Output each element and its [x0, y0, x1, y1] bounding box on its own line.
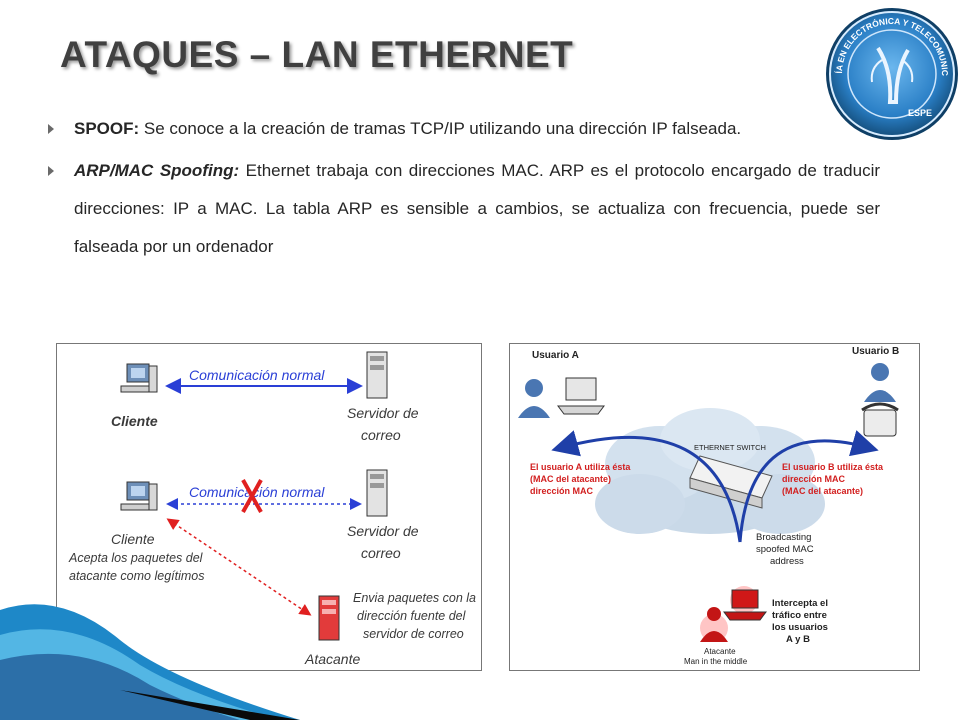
- decorative-corner: [0, 604, 300, 720]
- bottom-link-label: Comunicación normal: [189, 484, 325, 500]
- laptop-icon: [557, 377, 605, 415]
- spoof-diagram: Cliente Servidor de correo Comunicación …: [56, 343, 482, 671]
- slide-title: ATAQUES – LAN ETHERNET: [60, 34, 574, 75]
- bottom-server-label-1: Servidor de: [347, 523, 419, 539]
- top-link-label: Comunicación normal: [189, 367, 325, 383]
- attack-link: [166, 518, 312, 616]
- logo-brand: ESPE: [908, 108, 932, 118]
- bullet-arrow-icon: [48, 166, 54, 176]
- broadcast-line-1: Broadcasting: [756, 532, 811, 543]
- mail-server-icon: [366, 351, 388, 399]
- espe-logo: INGENIERÍA EN ELECTRÓNICA Y TELECOMUNICA…: [820, 0, 958, 140]
- blocked-x-icon: [241, 479, 263, 513]
- user-a-label: Usuario A: [532, 350, 579, 361]
- arrow-to-user-b: [738, 430, 879, 543]
- bullet-term: ARP/MAC Spoofing:: [74, 161, 240, 180]
- right-note-1: El usuario B utiliza ésta: [782, 462, 884, 472]
- user-b-person-icon: [864, 363, 896, 402]
- attacker-label: Atacante: [704, 647, 736, 656]
- bullet-term: SPOOF:: [74, 119, 140, 138]
- top-client-label: Cliente: [111, 413, 158, 429]
- bullet-spoof: SPOOF: Se conoce a la creación de tramas…: [48, 110, 880, 148]
- mail-server-icon: [366, 469, 388, 517]
- bullet-list: SPOOF: Se conoce a la creación de tramas…: [48, 110, 880, 270]
- attacker-laptop-icon: [723, 586, 767, 621]
- attacker-note-1: Envia paquetes con la: [353, 591, 476, 605]
- user-a-person-icon: [518, 379, 550, 418]
- bottom-client-label: Cliente: [111, 531, 155, 547]
- bullet-arp-mac: ARP/MAC Spoofing: Ethernet trabaja con d…: [48, 152, 880, 266]
- intercept-line-3: los usuarios: [772, 622, 828, 633]
- right-note-3: (MAC del atacante): [782, 486, 863, 496]
- bullet-text: Se conoce a la creación de tramas TCP/IP…: [139, 119, 742, 138]
- client-computer-icon: [120, 363, 158, 393]
- broadcast-line-2: spoofed MAC: [756, 544, 814, 555]
- top-server-label-2: correo: [361, 427, 401, 443]
- bottom-server-label-2: correo: [361, 545, 401, 561]
- attacker-server-icon: [318, 595, 340, 641]
- left-note-1: El usuario A utiliza ésta: [530, 462, 631, 472]
- telephone-icon: [861, 402, 899, 437]
- left-note-3: dirección MAC: [530, 486, 594, 496]
- intercept-line-1: Intercepta el: [772, 598, 828, 609]
- top-server-label-1: Servidor de: [347, 405, 419, 421]
- bullet-arrow-icon: [48, 124, 54, 134]
- intercept-line-2: tráfico entre: [772, 610, 827, 621]
- intercept-line-4: A y B: [786, 634, 810, 645]
- attacker-label: Atacante: [304, 651, 360, 667]
- attacker-note-3: servidor de correo: [363, 627, 464, 641]
- attacker-person-icon: [700, 607, 728, 642]
- broadcast-line-3: address: [770, 556, 804, 567]
- user-b-label: Usuario B: [852, 346, 899, 357]
- antenna-icon: [876, 46, 910, 104]
- attacker-sublabel: Man in the middle: [684, 657, 748, 666]
- client-computer-icon: [120, 481, 158, 511]
- arrow-to-user-a: [551, 430, 742, 543]
- attacker-note-2: dirección fuente del: [357, 609, 467, 623]
- bullet-text: Ethernet trabaja con direcciones MAC. AR…: [74, 161, 881, 256]
- mitm-diagram: Usuario A Usuario B ETHERNET SWITCH El u…: [509, 343, 920, 671]
- right-note-2: dirección MAC: [782, 474, 846, 484]
- switch-label: ETHERNET SWITCH: [694, 443, 766, 452]
- left-note-2: (MAC del atacante): [530, 474, 611, 484]
- client-note-1: Acepta los paquetes del: [68, 551, 204, 565]
